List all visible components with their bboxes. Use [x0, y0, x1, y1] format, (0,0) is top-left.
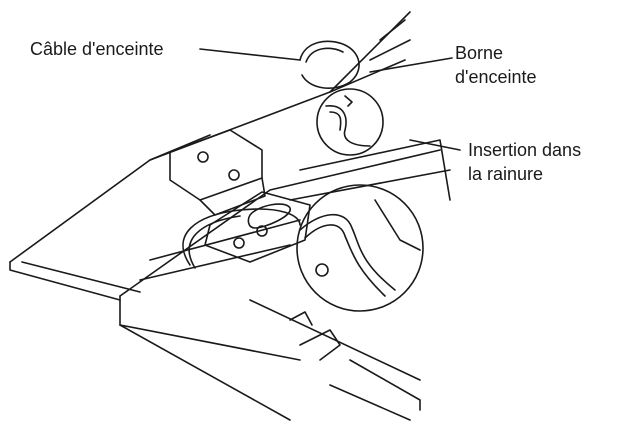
speaker-cabinet — [9, 11, 451, 421]
terminal-label-line1: Borne — [455, 43, 504, 63]
leader-lines — [199, 48, 461, 151]
terminal-label-line2: d'enceinte — [455, 67, 537, 87]
detail-circles — [296, 88, 424, 312]
insertion-label: Insertion dans la rainure — [468, 138, 581, 186]
terminal-bracket — [169, 129, 311, 263]
insertion-label-line2: la rainure — [468, 164, 544, 184]
terminal-label: Borne d'enceinte — [455, 41, 537, 89]
speaker-cable — [182, 40, 360, 269]
cable-label: Câble d'enceinte — [30, 39, 164, 59]
insertion-label-line1: Insertion dans — [468, 140, 582, 160]
